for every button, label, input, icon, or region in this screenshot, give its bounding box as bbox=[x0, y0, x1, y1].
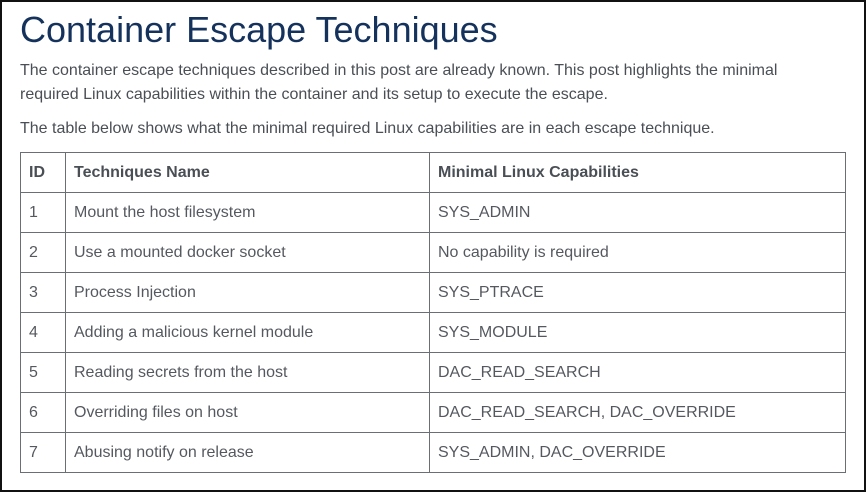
capabilities-table: ID Techniques Name Minimal Linux Capabil… bbox=[20, 152, 846, 473]
table-header-row: ID Techniques Name Minimal Linux Capabil… bbox=[20, 152, 846, 193]
cell-capabilities: SYS_ADMIN, DAC_OVERRIDE bbox=[429, 432, 846, 473]
cell-id: 2 bbox=[20, 232, 66, 273]
cell-capabilities: SYS_ADMIN bbox=[429, 192, 846, 233]
cell-technique-name: Overriding files on host bbox=[65, 392, 430, 433]
table-row: 2 Use a mounted docker socket No capabil… bbox=[20, 232, 846, 273]
cell-capabilities: SYS_MODULE bbox=[429, 312, 846, 353]
cell-technique-name: Use a mounted docker socket bbox=[65, 232, 430, 273]
cell-technique-name: Mount the host filesystem bbox=[65, 192, 430, 233]
table-row: 5 Reading secrets from the host DAC_READ… bbox=[20, 352, 846, 393]
cell-capabilities: DAC_READ_SEARCH, DAC_OVERRIDE bbox=[429, 392, 846, 433]
page-title: Container Escape Techniques bbox=[20, 9, 498, 50]
header-id: ID bbox=[20, 152, 66, 193]
cell-id: 3 bbox=[20, 272, 66, 313]
cell-capabilities: SYS_PTRACE bbox=[429, 272, 846, 313]
header-capabilities: Minimal Linux Capabilities bbox=[429, 152, 846, 193]
cell-id: 1 bbox=[20, 192, 66, 233]
cell-technique-name: Abusing notify on release bbox=[65, 432, 430, 473]
cell-capabilities: DAC_READ_SEARCH bbox=[429, 352, 846, 393]
intro-paragraph: The container escape techniques describe… bbox=[20, 62, 778, 103]
cell-technique-name: Reading secrets from the host bbox=[65, 352, 430, 393]
header-technique-name: Techniques Name bbox=[65, 152, 430, 193]
cell-technique-name: Process Injection bbox=[65, 272, 430, 313]
table-row: 7 Abusing notify on release SYS_ADMIN, D… bbox=[20, 432, 846, 473]
cell-capabilities: No capability is required bbox=[429, 232, 846, 273]
cell-id: 5 bbox=[20, 352, 66, 393]
table-row: 3 Process Injection SYS_PTRACE bbox=[20, 272, 846, 313]
cell-id: 4 bbox=[20, 312, 66, 353]
cell-technique-name: Adding a malicious kernel module bbox=[65, 312, 430, 353]
table-row: 6 Overriding files on host DAC_READ_SEAR… bbox=[20, 392, 846, 433]
cell-id: 7 bbox=[20, 432, 66, 473]
table-lead-paragraph: The table below shows what the minimal r… bbox=[20, 120, 715, 137]
table-row: 4 Adding a malicious kernel module SYS_M… bbox=[20, 312, 846, 353]
cell-id: 6 bbox=[20, 392, 66, 433]
table-row: 1 Mount the host filesystem SYS_ADMIN bbox=[20, 192, 846, 233]
